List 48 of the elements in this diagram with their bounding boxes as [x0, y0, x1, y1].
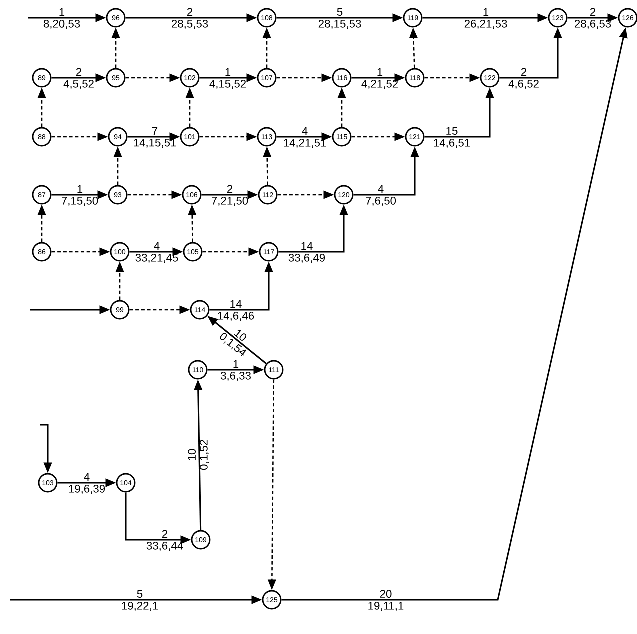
timing-label: 33,6,44 [146, 542, 184, 552]
timing-label: 33,6,49 [288, 254, 326, 264]
edge-label: 15 [446, 127, 458, 136]
edge-label: 5 [337, 8, 343, 16]
timing-label: 14,21,51 [284, 139, 326, 148]
edge-label: 2 [187, 8, 193, 16]
timing-label: 4,6,52 [508, 80, 539, 90]
timing-label: 4,21,52 [362, 80, 398, 90]
timing-label: 26,21,53 [464, 20, 508, 30]
timing-label: 0,1,52 [200, 440, 210, 470]
edge-label: 14 [230, 300, 242, 308]
timing-label: 7,6,50 [366, 197, 396, 206]
timing-label: 14,6,46 [218, 312, 254, 322]
timing-label: 28,15,53 [318, 20, 362, 30]
edge-label: 4 [154, 242, 160, 250]
edge-label: 10 [188, 449, 196, 460]
edge-label: 14 [302, 242, 313, 250]
edge-label: 2 [590, 8, 596, 16]
edge-label: 1 [60, 8, 65, 16]
edge-label: 5 [137, 590, 143, 598]
edge-label: 2 [227, 185, 233, 194]
timing-label: 7,21,50 [212, 197, 248, 206]
edge-label: 1 [78, 185, 83, 194]
edge-label: 1 [484, 8, 489, 16]
edge-label: 1 [234, 360, 239, 368]
timing-label: 4,5,52 [64, 80, 94, 90]
timing-label: 33,21,45 [136, 254, 178, 264]
edge-label: 4 [84, 473, 90, 482]
timing-label: 8,20,53 [44, 20, 80, 30]
edge-label: 4 [302, 127, 308, 136]
timing-label: 14,15,51 [134, 139, 176, 148]
timing-label: 19,6,39 [69, 485, 106, 494]
edge-label: 1 [226, 68, 231, 76]
timing-label: 4,15,52 [210, 80, 246, 90]
edge-label: 7 [152, 127, 158, 136]
edge-label: 2 [162, 530, 168, 538]
timing-label: 28,5,53 [172, 20, 208, 30]
timing-label: 28,6,53 [575, 20, 612, 30]
edge-label: 2 [76, 68, 82, 76]
edge-label: 4 [378, 185, 384, 194]
edge-label: 1 [378, 68, 383, 76]
timing-label: 19,22,1 [122, 602, 158, 612]
timing-label: 3,6,33 [220, 372, 251, 382]
timing-label: 7,15,50 [62, 197, 98, 206]
timing-label: 14,6,51 [434, 139, 470, 148]
edge-label: 2 [521, 68, 527, 76]
timing-label: 19,11,1 [368, 602, 404, 612]
edge-label: 20 [380, 590, 392, 598]
